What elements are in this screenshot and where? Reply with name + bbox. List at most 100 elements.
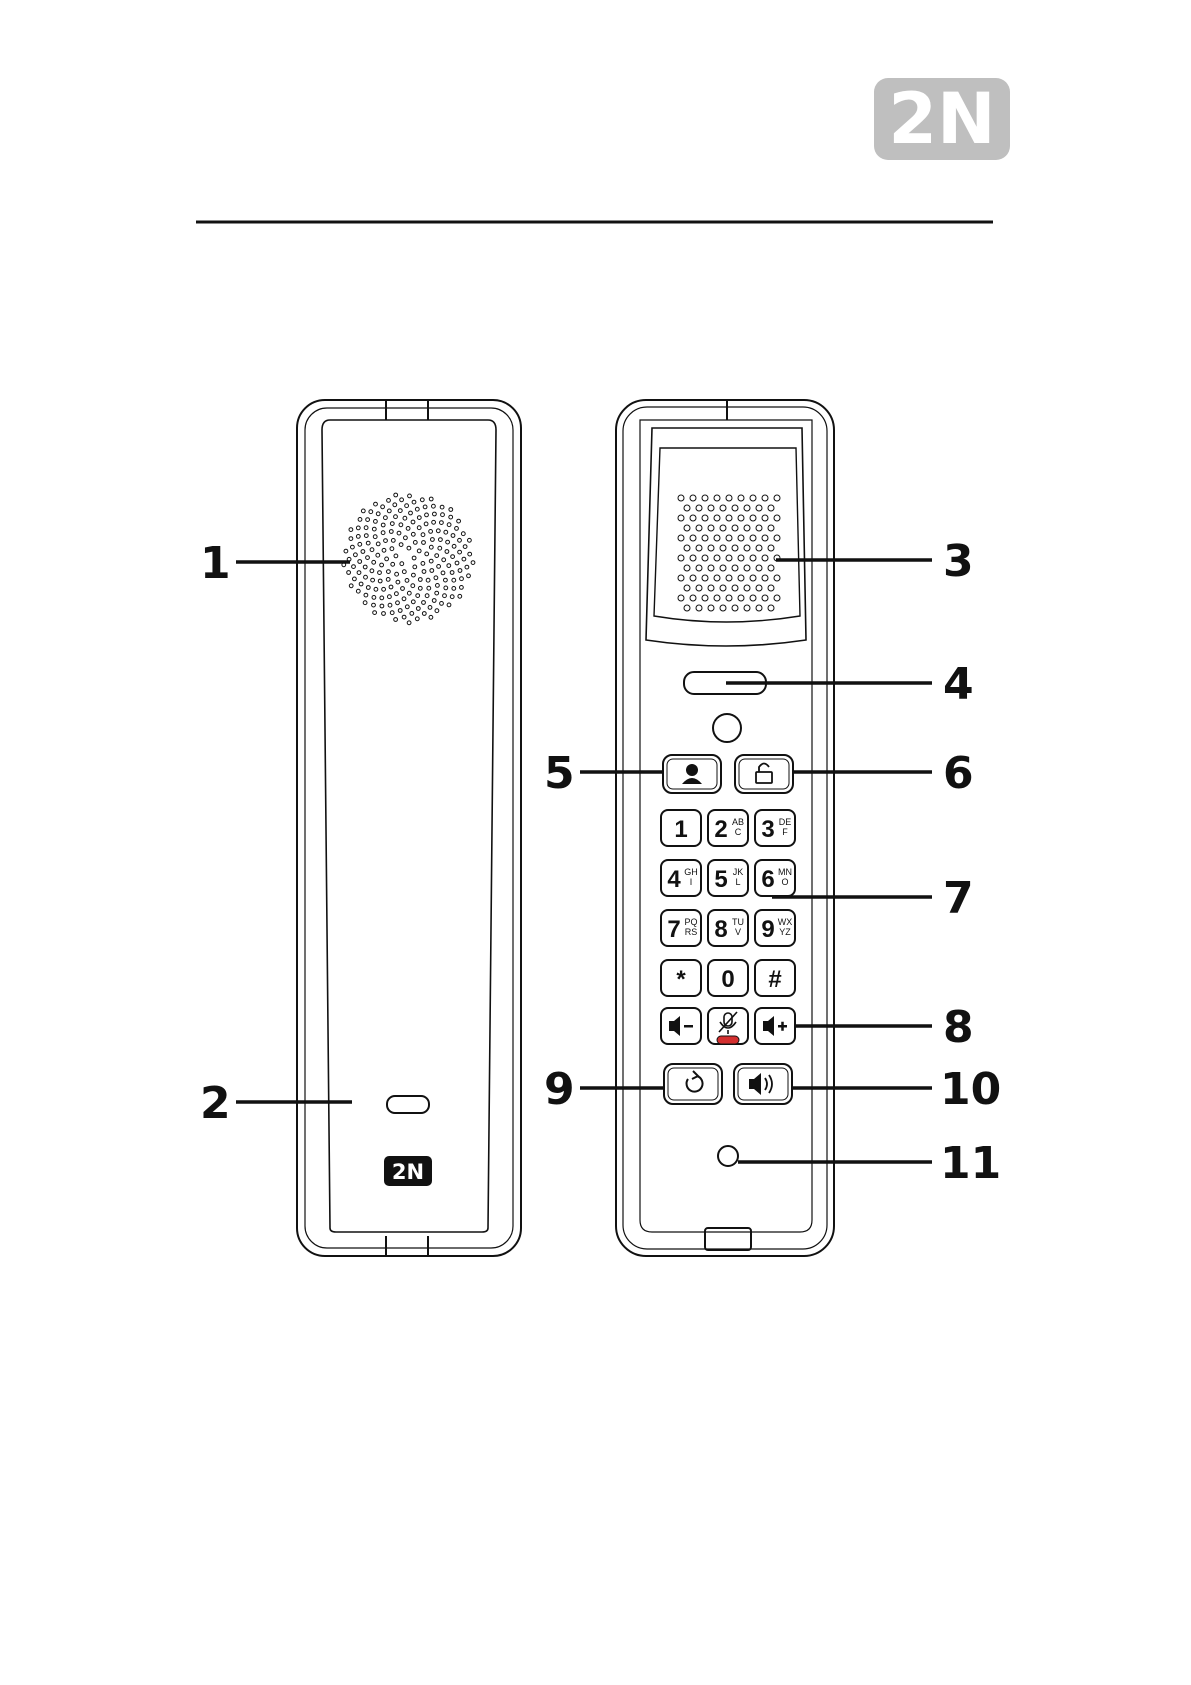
grille-hole (380, 563, 384, 567)
grille-hole (690, 575, 696, 581)
grille-hole (384, 516, 388, 520)
grille-hole (738, 595, 744, 601)
keypad-key[interactable]: # (755, 960, 795, 996)
contact-button[interactable] (663, 755, 721, 793)
grille-hole (431, 538, 435, 542)
grille-hole (690, 495, 696, 501)
grille-hole (411, 584, 415, 588)
grille-hole (708, 605, 714, 611)
grille-hole (458, 594, 462, 598)
grille-hole (402, 615, 406, 619)
grille-hole (449, 508, 453, 512)
grille-hole (720, 525, 726, 531)
speaker-button[interactable] (734, 1064, 792, 1104)
grille-hole (372, 603, 376, 607)
grille-hole (411, 532, 415, 536)
grille-hole (418, 578, 422, 582)
grille-hole (750, 515, 756, 521)
grille-hole (422, 541, 426, 545)
unlock-button[interactable] (735, 755, 793, 793)
grille-hole (684, 545, 690, 551)
grille-hole (774, 515, 780, 521)
keypad-key[interactable]: 1 (661, 810, 701, 846)
grille-hole (678, 595, 684, 601)
keypad-key-letters: DE (779, 817, 792, 827)
keypad-key[interactable]: 0 (708, 960, 748, 996)
grille-hole (696, 585, 702, 591)
grille-hole (407, 621, 411, 625)
microphone-mute-button[interactable] (708, 1008, 748, 1044)
volume-up-button[interactable] (755, 1008, 795, 1044)
grille-hole (427, 586, 431, 590)
grille-hole (444, 578, 448, 582)
grille-hole (744, 565, 750, 571)
keypad-key[interactable]: * (661, 960, 701, 996)
grille-hole (364, 575, 368, 579)
grille-hole (374, 520, 378, 524)
grille-hole (361, 509, 365, 513)
grille-hole (356, 526, 360, 530)
grille-hole (387, 499, 391, 503)
cable-clip (705, 1228, 751, 1250)
grille-hole (429, 497, 433, 501)
grille-hole (417, 526, 421, 530)
grille-hole (684, 605, 690, 611)
keypad-key-letters: GH (684, 867, 698, 877)
grille-hole (400, 562, 404, 566)
grille-hole (678, 515, 684, 521)
grille-hole (726, 515, 732, 521)
grille-hole (399, 523, 403, 527)
grille-hole (467, 574, 471, 578)
grille-hole (389, 585, 393, 589)
grille-hole (411, 600, 415, 604)
grille-hole (440, 602, 444, 606)
grille-hole (356, 589, 360, 593)
status-led (387, 1096, 429, 1113)
grille-hole (422, 570, 426, 574)
grille-hole (384, 539, 388, 543)
grille-hole (358, 518, 362, 522)
callout-6: 6 (943, 748, 974, 799)
grille-hole (381, 523, 385, 527)
grille-hole (395, 572, 399, 576)
grille-hole (353, 577, 357, 581)
grille-hole (744, 585, 750, 591)
keypad-key-digit: 1 (674, 816, 687, 843)
grille-hole (416, 594, 420, 598)
grille-hole (720, 565, 726, 571)
keypad-key-letters: TU (732, 917, 744, 927)
grille-hole (460, 577, 464, 581)
grille-hole (422, 612, 426, 616)
grille-hole (408, 494, 412, 498)
grille-hole (361, 550, 365, 554)
volume-down-button[interactable] (661, 1008, 701, 1044)
redial-button[interactable] (664, 1064, 722, 1104)
grille-hole (708, 525, 714, 531)
grille-hole (444, 586, 448, 590)
grille-hole (380, 604, 384, 608)
grille-hole (696, 565, 702, 571)
grille-hole (460, 586, 464, 590)
grille-hole (678, 495, 684, 501)
grille-hole (732, 565, 738, 571)
grille-hole (433, 512, 437, 516)
grille-hole (756, 565, 762, 571)
grille-hole (389, 530, 393, 534)
grille-hole (440, 521, 444, 525)
grille-hole (418, 586, 422, 590)
grille-hole (420, 498, 424, 502)
grille-hole (443, 594, 447, 598)
grille-hole (450, 571, 454, 575)
grille-hole (429, 615, 433, 619)
grille-hole (452, 578, 456, 582)
grille-hole (696, 505, 702, 511)
keypad-key-letters: I (690, 877, 693, 887)
